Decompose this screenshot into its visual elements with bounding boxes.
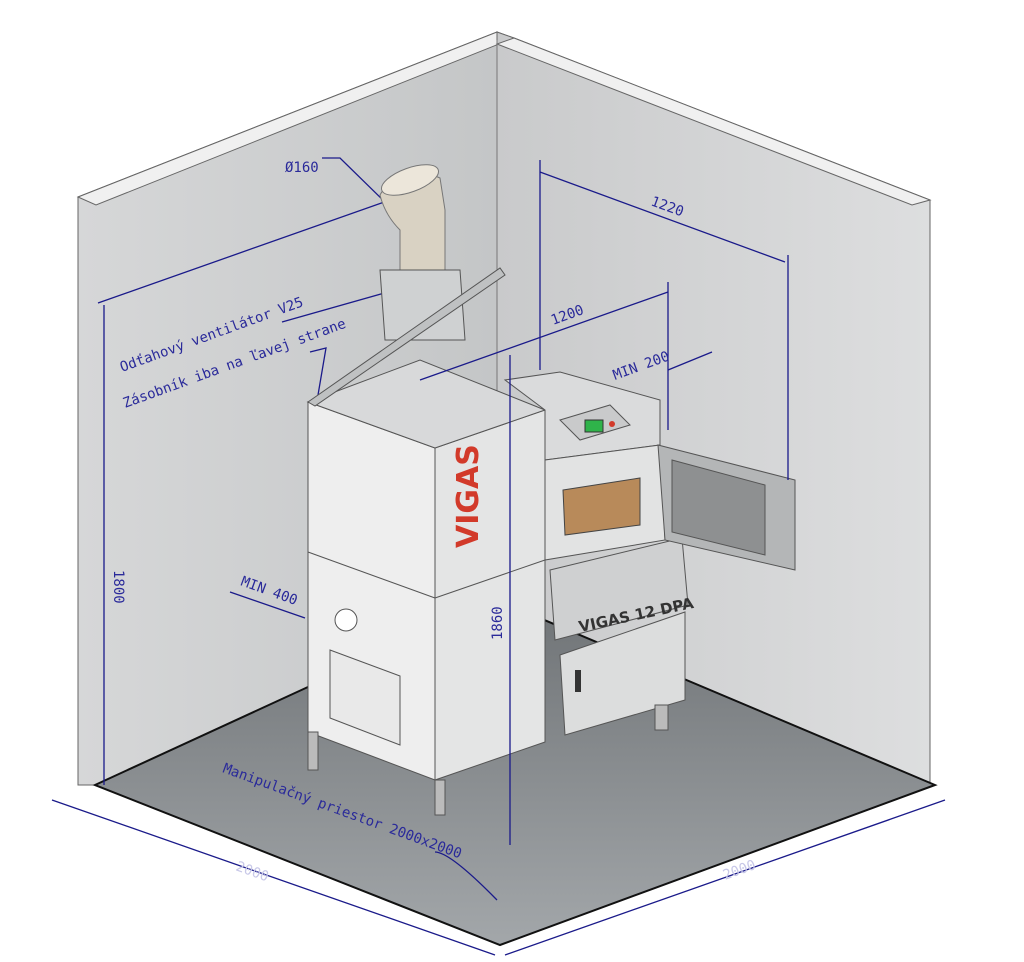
flue-diameter-label: Ø160 <box>285 160 319 176</box>
dim-floor-left: 2000 <box>234 859 271 886</box>
boiler-front-panel <box>549 537 689 641</box>
hopper-lid <box>307 267 506 407</box>
boiler: VIGAS 12 DPA <box>503 371 796 736</box>
exhaust-fan <box>379 269 466 341</box>
pellet-hopper: VIGAS <box>306 267 547 816</box>
vigas-logo: VIGAS <box>451 444 486 548</box>
dim-1860: 1860 <box>490 355 511 845</box>
control-display <box>584 419 604 433</box>
boiler-opening <box>562 477 641 536</box>
svg-text:1800: 1800 <box>110 570 126 604</box>
dim-1800: 1800 <box>97 199 391 785</box>
svg-text:1860: 1860 <box>490 606 506 640</box>
flue-pipe <box>379 164 466 341</box>
right-wall-top-edge <box>495 37 932 206</box>
